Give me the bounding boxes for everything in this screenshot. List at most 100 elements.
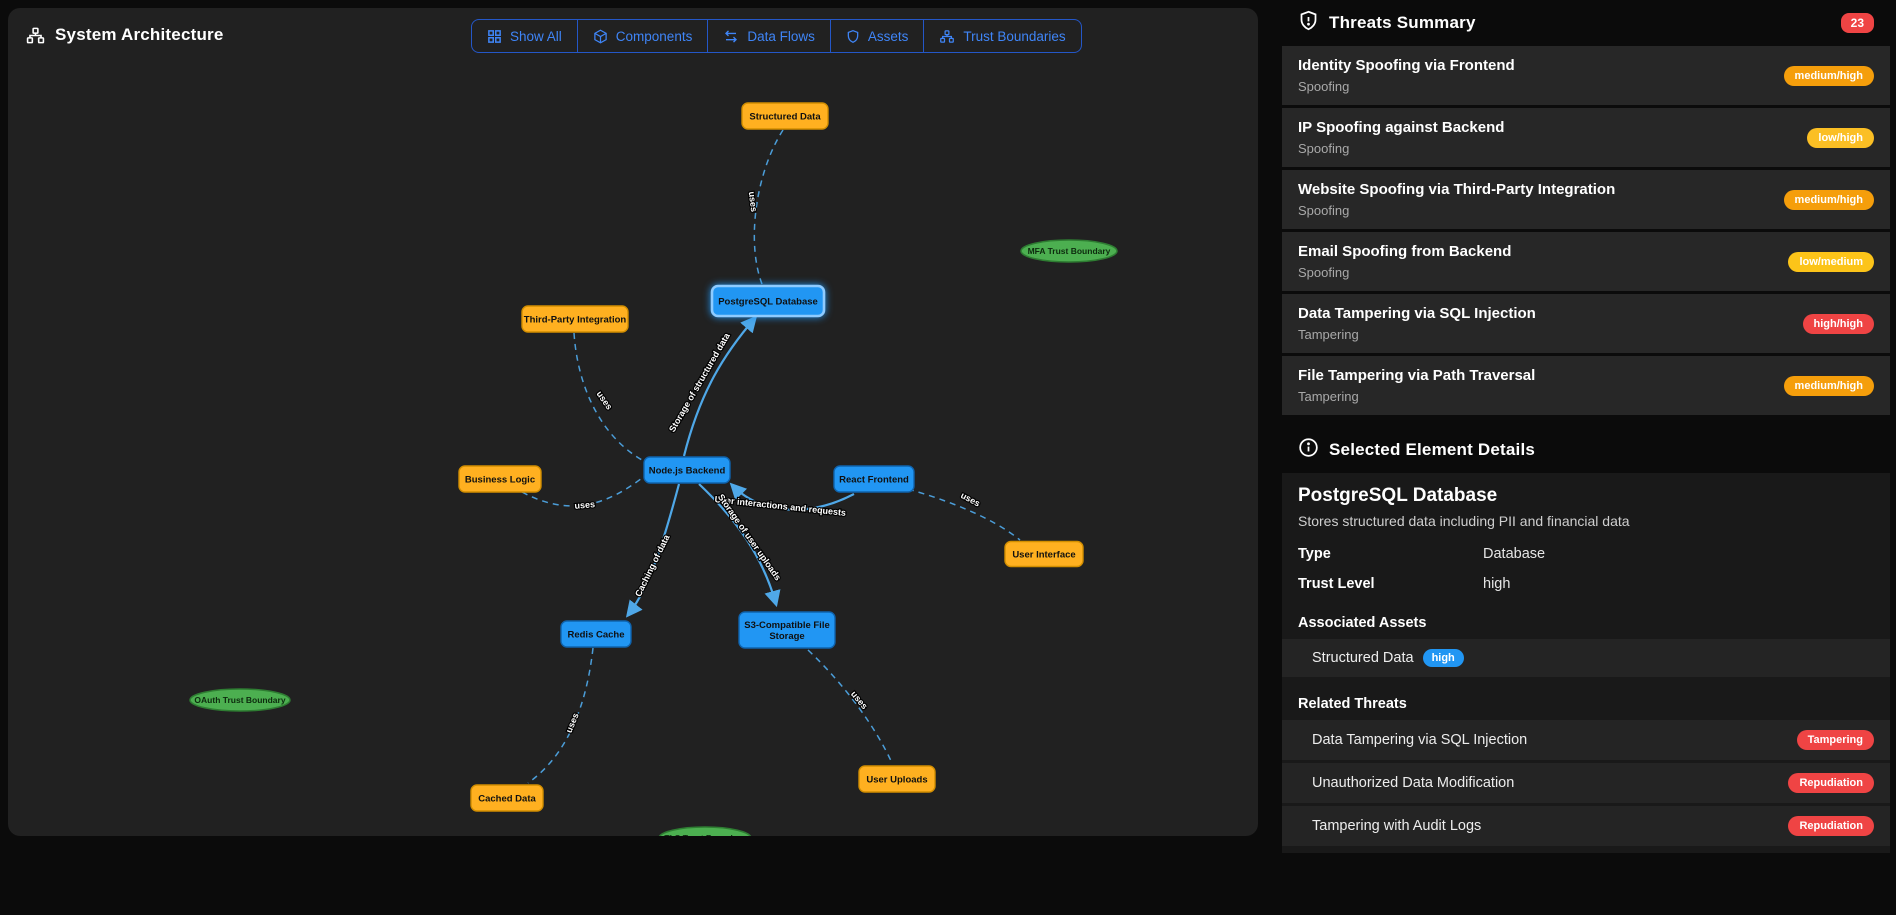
related-threats-heading: Related Threats [1298, 696, 1407, 712]
threats-summary-panel: Threats Summary 23 Identity Spoofing via… [1282, 0, 1890, 415]
edge-businesslogic-backend [521, 477, 643, 507]
edge-label-backend-postgresql: Storage of structured data [667, 330, 732, 433]
filter-button-show-all[interactable]: Show All [472, 20, 578, 52]
property-row: Trust Level high [1282, 569, 1890, 599]
node-tls-trust-boundary[interactable]: TLS Trust Boundary [658, 826, 752, 836]
filter-button-data-flows[interactable]: Data Flows [708, 20, 831, 52]
severity-badge: low/high [1807, 127, 1874, 148]
threat-category: Spoofing [1298, 141, 1350, 156]
threat-title: Email Spoofing from Backend [1298, 243, 1512, 260]
redis-cache-label: Redis Cache [567, 630, 624, 641]
property-label: Trust Level [1298, 576, 1375, 592]
property-value: high [1483, 576, 1511, 592]
node-business-logic[interactable]: Business Logic [458, 465, 542, 493]
node-cached-data[interactable]: Cached Data [470, 784, 544, 812]
edge-label-backend-redis: Caching of data [633, 532, 672, 598]
user-uploads-label: User Uploads [866, 775, 927, 786]
edge-label-redis-cacheddata: uses [564, 711, 581, 734]
user-interface-shape [1004, 540, 1084, 568]
element-name: PostgreSQL Database [1298, 485, 1498, 506]
user-interface-label: User Interface [1012, 550, 1075, 561]
node-nodejs-backend[interactable]: Node.js Backend [643, 456, 731, 484]
third-party-integration-label: Third-Party Integration [524, 315, 627, 326]
threat-category-badge: Repudiation [1788, 773, 1874, 793]
react-frontend-label: React Frontend [839, 475, 909, 486]
edge-backend-postgresql [682, 315, 758, 457]
selected-element-title: Selected Element Details [1329, 440, 1536, 459]
node-user-uploads[interactable]: User Uploads [858, 765, 936, 793]
node-structured-data[interactable]: Structured Data [741, 102, 829, 130]
selected-element-panel: Selected Element Details PostgreSQL Data… [1282, 427, 1890, 853]
element-description: Stores structured data including PII and… [1298, 513, 1630, 529]
s3-file-storage-shape [738, 611, 836, 649]
threat-category: Tampering [1298, 389, 1359, 404]
edge-label-thirdparty-backend: uses [594, 389, 614, 412]
cached-data-shape [470, 784, 544, 812]
edge-thirdparty-backend [573, 332, 643, 461]
tls-trust-boundary-shape [658, 826, 752, 836]
edge-backend-s3 [698, 483, 781, 608]
threat-title: Website Spoofing via Third-Party Integra… [1298, 181, 1616, 198]
threats-summary-title: Threats Summary [1329, 13, 1476, 32]
cached-data-label: Cached Data [478, 794, 536, 805]
node-mfa-trust-boundary[interactable]: MFA Trust Boundary [1020, 239, 1118, 263]
node-react-frontend[interactable]: React Frontend [833, 465, 915, 493]
node-postgresql-database[interactable]: PostgreSQL Database [710, 284, 826, 318]
selected-element-body: PostgreSQL Database Stores structured da… [1282, 473, 1890, 853]
edge-backend-redis [625, 483, 681, 618]
node-oauth-trust-boundary[interactable]: OAuth Trust Boundary [189, 688, 291, 712]
related-threat-name: Tampering with Audit Logs [1312, 818, 1482, 834]
info-icon [1298, 437, 1319, 463]
cube-icon [593, 29, 608, 44]
node-redis-cache[interactable]: Redis Cache [560, 620, 632, 648]
edge-react-backend [729, 482, 855, 511]
filter-button-assets[interactable]: Assets [831, 20, 925, 52]
filter-button-trust-boundaries[interactable]: Trust Boundaries [924, 20, 1080, 52]
threats-summary-header: Threats Summary 23 [1282, 0, 1890, 46]
nodejs-backend-label: Node.js Backend [649, 466, 726, 477]
threat-row[interactable]: Website Spoofing via Third-Party Integra… [1282, 170, 1890, 229]
edge-s3-useruploads [807, 649, 893, 764]
threat-title: Identity Spoofing via Frontend [1298, 57, 1515, 74]
severity-badge: low/medium [1788, 251, 1874, 272]
severity-badge: medium/high [1783, 375, 1874, 396]
asset-level-badge: high [1422, 649, 1464, 667]
threat-category-badge: Tampering [1796, 730, 1874, 750]
edge-label-react-userinterface: uses [959, 490, 982, 508]
edge-structured-data-postgresql [753, 129, 784, 285]
node-third-party-integration[interactable]: Third-Party Integration [521, 305, 629, 333]
structured-data-shape [741, 102, 829, 130]
related-threat-row[interactable]: Data Tampering via SQL Injection Tamperin… [1282, 720, 1890, 760]
related-threat-name: Data Tampering via SQL Injection [1312, 732, 1528, 748]
mfa-trust-boundary-shape [1020, 239, 1118, 263]
sitemap-icon [26, 26, 45, 45]
business-logic-label: Business Logic [465, 475, 535, 486]
edge-react-userinterface [907, 488, 1021, 541]
structured-data-label: Structured Data [749, 112, 821, 123]
edge-label-structured-data-postgresql: uses [747, 191, 759, 213]
user-uploads-shape [858, 765, 936, 793]
shield-alert-icon [1298, 10, 1319, 36]
property-label: Type [1298, 546, 1331, 562]
node-user-interface[interactable]: User Interface [1004, 540, 1084, 568]
threat-category: Tampering [1298, 327, 1359, 342]
tls-trust-boundary-label: TLS Trust Boundary [664, 833, 746, 836]
severity-badge: medium/high [1783, 189, 1874, 210]
severity-badge: high/high [1802, 313, 1874, 334]
filter-button-components[interactable]: Components [578, 20, 709, 52]
